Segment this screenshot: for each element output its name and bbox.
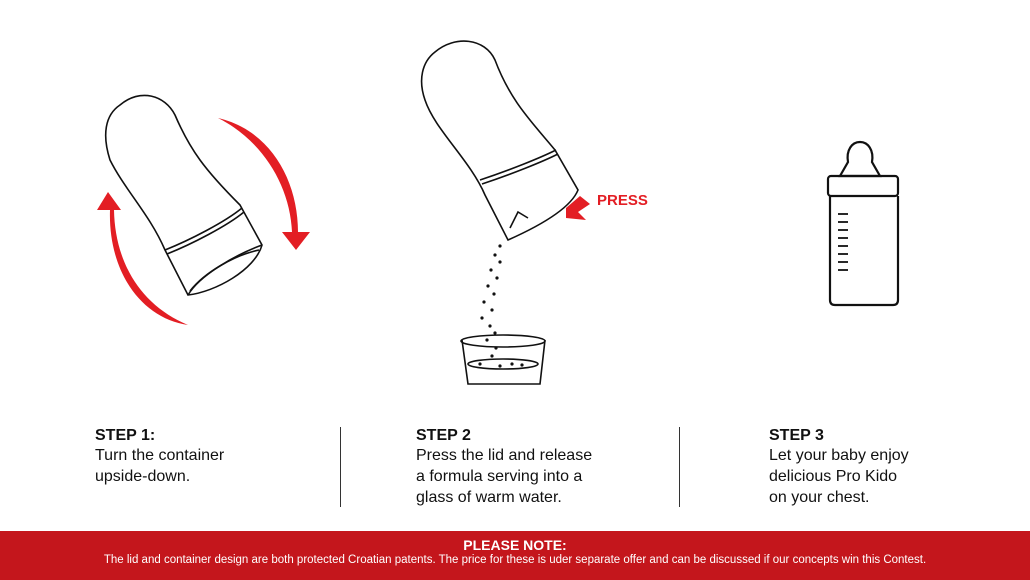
step-1: STEP 1: Turn the container upside-down.: [95, 426, 224, 487]
instruction-illustrations: [97, 40, 900, 385]
container-pouring-illustration: [420, 40, 579, 385]
press-label: PRESS: [597, 192, 648, 209]
step-2-text-line: glass of warm water.: [416, 489, 562, 506]
step-3-text-line: Let your baby enjoy: [769, 447, 909, 464]
step-2-text-line: Press the lid and release: [416, 447, 593, 464]
step-1-text-line: Turn the container: [95, 447, 225, 464]
note-title: PLEASE NOTE:: [463, 537, 567, 553]
note-text: The lid and container design are both pr…: [103, 554, 927, 566]
step-3-title: STEP 3: [769, 427, 824, 444]
divider: [679, 427, 680, 507]
step-2-title: STEP 2: [416, 427, 471, 444]
press-arrow-icon: [566, 196, 590, 220]
step-3: STEP 3 Let your baby enjoy delicious Pro…: [769, 426, 909, 508]
step-3-text-line: on your chest.: [769, 489, 870, 506]
note-banner: PLEASE NOTE: The lid and container desig…: [0, 531, 1030, 580]
rotation-arrows-icon: [97, 118, 310, 325]
step-2: STEP 2 Press the lid and release a formu…: [416, 426, 592, 508]
step-3-text-line: delicious Pro Kido: [769, 468, 898, 485]
baby-bottle-icon: [826, 140, 900, 307]
step-1-text-line: upside-down.: [95, 468, 191, 485]
divider: [340, 427, 341, 507]
step-2-text-line: a formula serving into a: [416, 468, 583, 485]
step-1-title: STEP 1:: [95, 427, 156, 444]
formula-powder-icon: [478, 244, 524, 368]
container-upside-down-illustration: [104, 94, 263, 296]
